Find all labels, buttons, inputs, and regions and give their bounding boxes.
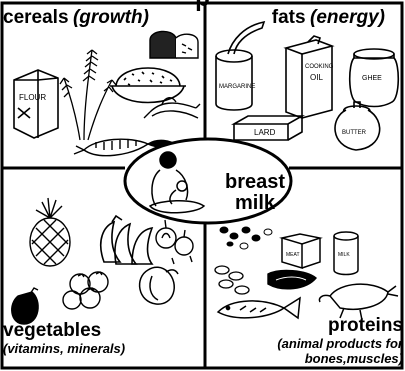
proteins-subtitle-line1: (animal products for <box>277 336 403 351</box>
margarine-label: MARGARINE <box>219 84 255 90</box>
flour-label: FLOUR <box>19 93 46 102</box>
eggplant-icon <box>12 288 38 324</box>
groundnuts-icon <box>215 266 249 294</box>
vegetables-title: vegetables <box>3 321 125 341</box>
proteins-title: proteins <box>277 316 403 336</box>
milk-tin-label: MILK <box>338 252 350 258</box>
margarine-tin-icon <box>216 22 264 110</box>
fats-label: fats (energy) <box>272 8 385 28</box>
cereals-title: cereals <box>3 7 69 28</box>
fish-icon <box>218 298 300 318</box>
vegetables-subtitle: (vitamins, minerals) <box>3 341 125 356</box>
breast-milk-line1: breast <box>205 172 305 193</box>
butter-label: BUTTER <box>342 130 367 136</box>
cooking-oil-label-1: COOKING <box>305 64 334 70</box>
cereals-label: cereals (growth) <box>3 8 149 28</box>
tomatoes-icon <box>63 272 108 309</box>
cooking-oil-label-2: OIL <box>310 73 323 82</box>
bananas-icon <box>101 216 152 264</box>
butter-pot-icon <box>335 102 380 150</box>
cooking-oil-can-icon <box>286 36 332 118</box>
papaya-icon <box>140 267 178 304</box>
pineapple-icon <box>30 198 70 266</box>
beans-icon <box>220 227 272 249</box>
meat-icon <box>268 271 316 289</box>
bread-loaf-icon <box>150 31 198 58</box>
proteins-label: proteins (animal products for bones,musc… <box>277 316 403 366</box>
breast-milk-line2: milk <box>205 193 305 214</box>
fats-title: fats <box>272 7 306 28</box>
tinned-food-icon <box>282 234 320 268</box>
flour-bag-icon <box>14 70 58 138</box>
breast-milk-label: breast milk <box>205 172 305 214</box>
lard-label: LARD <box>254 128 276 137</box>
fats-subtitle: (energy) <box>310 7 385 28</box>
cereals-subtitle: (growth) <box>73 7 149 28</box>
grain-bowl-icon <box>110 68 186 103</box>
vegetables-label: vegetables (vitamins, minerals) <box>3 321 125 356</box>
cassava-roots-icon <box>144 98 200 118</box>
onions-icon <box>156 220 193 264</box>
wheat-icon <box>60 50 116 140</box>
ghee-label: GHEE <box>362 75 382 82</box>
proteins-subtitle-line2: bones,muscles) <box>277 351 403 366</box>
tin-label: MEAT <box>286 252 300 258</box>
